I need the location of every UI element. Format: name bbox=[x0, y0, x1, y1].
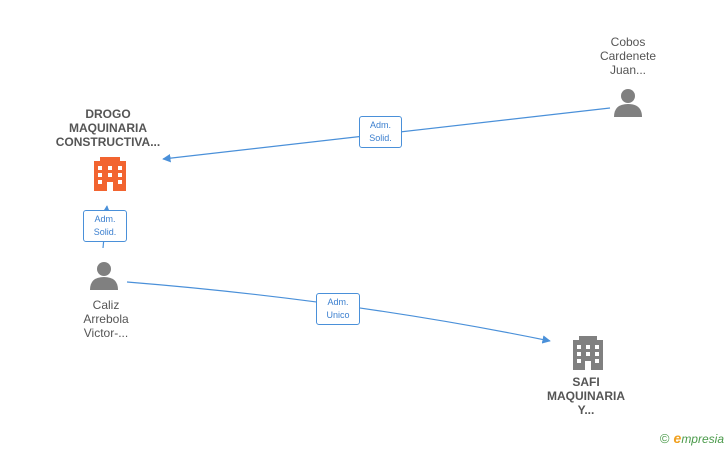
brand-name: mpresia bbox=[681, 432, 724, 446]
company-label-drogo[interactable]: DROGO MAQUINARIA CONSTRUCTIVA... bbox=[55, 107, 161, 149]
copyright-icon: © bbox=[659, 430, 670, 446]
building-icon[interactable] bbox=[94, 157, 126, 191]
edge-label-cobos-drogo: Adm. Solid. bbox=[359, 116, 402, 148]
brand-logo: © empresia bbox=[660, 430, 724, 446]
person-label-caliz[interactable]: Caliz Arrebola Victor-... bbox=[83, 298, 129, 340]
person-label-cobos[interactable]: Cobos Cardenete Juan... bbox=[599, 35, 657, 77]
brand-mark: e bbox=[673, 430, 682, 446]
edge-label-caliz-safi: Adm. Unico bbox=[316, 293, 360, 325]
person-icon[interactable] bbox=[614, 89, 642, 117]
building-icon[interactable] bbox=[573, 336, 603, 370]
company-label-safi[interactable]: SAFI MAQUINARIA Y... bbox=[547, 375, 625, 417]
person-icon[interactable] bbox=[90, 262, 118, 290]
edge-label-caliz-drogo: Adm. Solid. bbox=[83, 210, 127, 242]
